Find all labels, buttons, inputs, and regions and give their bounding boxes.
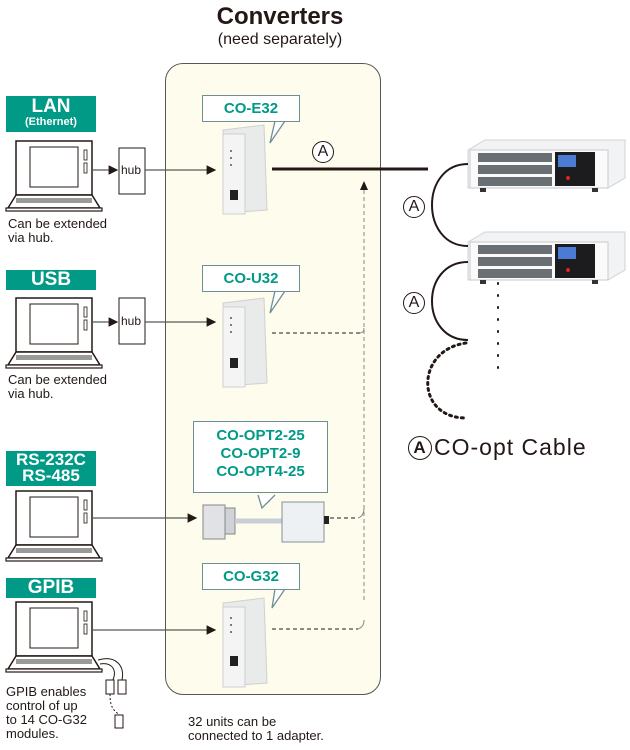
callout-co-g32: CO-G32 [202,563,300,590]
gpib-cable-icon [97,658,127,729]
tag-rs-line-1: RS-232C [16,450,86,469]
hub-label-usb: hub [121,314,142,328]
tag-rs-line-2: RS-485 [22,466,80,485]
callout-co-opt-line-2: CO-OPT2-9 [220,445,301,462]
laptop-icon-rs [5,490,103,562]
laptop-icon-lan [5,140,103,212]
co-opt-cable-link-1 [431,163,469,247]
callout-co-opt: CO-OPT2-25 CO-OPT2-9 CO-OPT4-25 [193,421,328,493]
panel-footer-line-2: connected to 1 adapter. [188,728,324,743]
power-supply-unit-1 [467,139,626,192]
legend-label: CO-opt Cable [434,434,587,460]
cable-marker-a-link-2: A [403,292,425,314]
note-gpib-line-2: control of up [6,698,78,713]
panel-footer-line-1: 32 units can be [188,714,277,729]
note-gpib-line-3: to 14 CO-G32 [6,712,87,727]
note-lan-line-1: Can be extended [8,216,108,231]
interface-tag-rs: RS-232C RS-485 [6,451,96,486]
note-usb: Can be extended via hub. [8,373,107,401]
hub-box-lan [118,147,146,195]
callout-co-e32: CO-E32 [202,95,300,122]
hub-label-lan: hub [121,163,142,177]
tag-lan-label: LAN [31,96,71,117]
note-lan-line-2: via hub. [8,230,54,245]
callout-co-opt-line-3: CO-OPT4-25 [216,463,305,480]
converter-device-opt [202,501,329,543]
note-usb-line-2: via hub. [8,386,54,401]
co-opt-cable-link-2 [431,261,469,341]
converter-device-u32 [222,297,268,388]
callout-co-u32: CO-U32 [202,265,300,292]
converter-device-e32 [222,124,268,215]
diagram-title: Converters [216,3,344,30]
interface-tag-lan: LAN (Ethernet) [6,96,96,132]
converter-device-g32 [222,597,268,688]
diagram-subtitle: (need separately) [217,31,343,48]
co-opt-cable-continuation [426,341,468,420]
legend-marker: A [408,436,432,460]
tag-lan-sublabel: (Ethernet) [25,116,77,128]
hub-box-usb [118,297,146,345]
cable-marker-a-main: A [312,141,334,163]
note-gpib-line-1: GPIB enables [6,684,87,699]
cable-marker-a-link-1: A [403,196,425,218]
note-gpib-line-4: modules. [6,726,59,741]
interface-tag-gpib: GPIB [6,578,96,598]
interface-tag-usb: USB [6,270,96,290]
panel-footer: 32 units can be connected to 1 adapter. [188,715,324,743]
callout-co-opt-line-1: CO-OPT2-25 [216,427,305,444]
note-gpib: GPIB enables control of up to 14 CO-G32 … [6,685,87,741]
laptop-icon-gpib [5,601,103,673]
laptop-icon-usb [5,297,103,369]
power-supply-unit-2 [467,231,626,284]
note-usb-line-1: Can be extended [8,372,108,387]
note-lan: Can be extended via hub. [8,217,107,245]
